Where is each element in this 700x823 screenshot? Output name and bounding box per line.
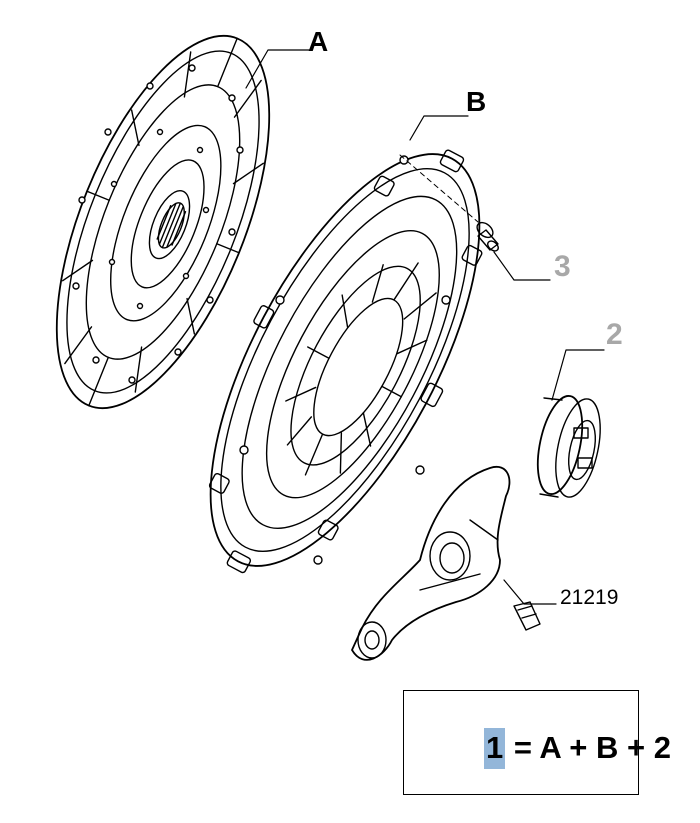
callout-a-label: A xyxy=(308,26,329,57)
kit-number: 1 xyxy=(484,728,506,769)
bolt xyxy=(399,154,499,252)
kit-legend-box xyxy=(403,690,639,795)
leader-lines xyxy=(245,49,605,605)
clutch-disc xyxy=(55,34,271,410)
pressure-plate xyxy=(208,149,483,574)
callout-bolt-label: 3 xyxy=(554,250,571,283)
release-bearing xyxy=(536,395,601,498)
pressure-plate-holes xyxy=(239,155,451,565)
release-fork xyxy=(351,465,541,661)
kit-formula-text: = A + B + 2 xyxy=(505,730,671,765)
clutch-disc-rivets xyxy=(72,64,244,384)
callout-fork-label: 21219 xyxy=(560,586,619,609)
callout-bearing-label: 2 xyxy=(606,318,623,351)
callout-b-label: B xyxy=(466,86,487,117)
kit-formula: 1 = A + B + 2 xyxy=(484,728,671,769)
